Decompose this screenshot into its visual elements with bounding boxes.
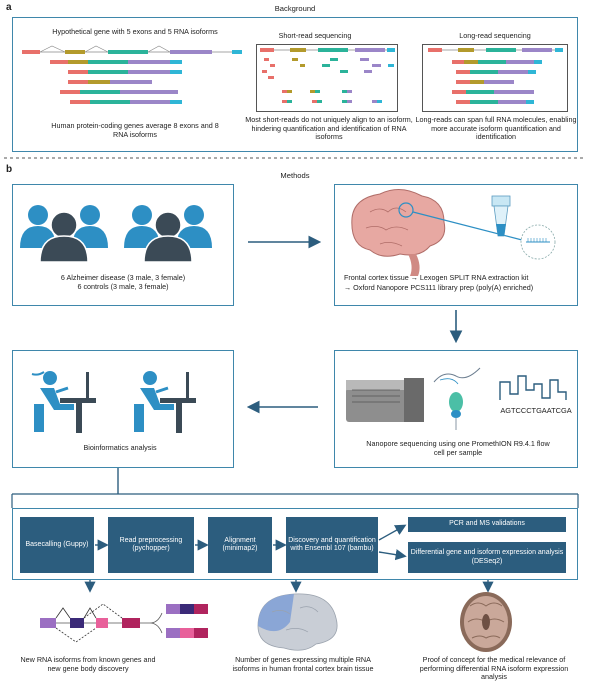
sample-prep-frame bbox=[334, 184, 578, 306]
pipeline-frame bbox=[12, 508, 578, 580]
step-discovery-quantification: Discovery and quantification with Ensemb… bbox=[286, 517, 378, 573]
methods-title: Methods bbox=[280, 171, 310, 180]
tissue-caption-2: → Oxford Nanopore PCS111 library prep (p… bbox=[344, 283, 534, 292]
analyst-icon-left bbox=[31, 371, 96, 433]
gene-caption: Human protein-coding genes average 8 exo… bbox=[51, 121, 219, 139]
nanopore-caption: Nanopore sequencing using one PromethION… bbox=[366, 439, 550, 457]
background-title: Background bbox=[274, 4, 316, 13]
cohort-caption-1: 6 Alzheimer disease (3 male, 3 female) bbox=[60, 273, 186, 282]
sequence-text: AGTCCCTGAATCGA bbox=[500, 406, 572, 415]
short-read-title: Short-read sequencing bbox=[278, 31, 352, 40]
signal-trace bbox=[499, 375, 567, 400]
gene-title: Hypothetical gene with 5 exons and 5 RNA… bbox=[52, 27, 218, 36]
sequencer-icon bbox=[346, 378, 424, 422]
outcome-genes: Number of genes expressing multiple RNA … bbox=[232, 655, 374, 673]
tissue-caption-1: Frontal cortex tissue → Lexogen SPLIT RN… bbox=[344, 273, 529, 282]
short-reads bbox=[260, 48, 395, 103]
outcome-medical: Proof of concept for the medical relevan… bbox=[419, 655, 569, 682]
background-frame bbox=[12, 17, 578, 152]
brain-icon bbox=[351, 189, 523, 276]
cohort-people-icon bbox=[20, 205, 212, 263]
long-read-caption: Long-reads can span full RNA molecules, … bbox=[415, 115, 577, 142]
nanopore-frame bbox=[334, 350, 578, 468]
cohort-frame bbox=[12, 184, 234, 306]
bioinformatics-caption: Bioinformatics analysis bbox=[83, 443, 157, 452]
step-alignment: Alignment (minimap2) bbox=[208, 517, 272, 573]
outcome-isoforms: New RNA isoforms from known genes and ne… bbox=[20, 655, 156, 673]
short-read-caption: Most short-reads do not uniquely align t… bbox=[245, 115, 413, 142]
nanopore-protein-icon bbox=[433, 367, 481, 430]
step-read-preprocessing: Read preprocessing (pychopper) bbox=[108, 517, 194, 573]
brain-frontal-icon bbox=[257, 593, 338, 651]
long-reads bbox=[428, 48, 563, 104]
isoform-discovery-icon bbox=[40, 603, 208, 643]
analyst-icon-right bbox=[134, 371, 196, 433]
cohort-caption-2: 6 controls (3 male, 3 female) bbox=[77, 282, 169, 291]
step-differential-expression: Differential gene and isoform expression… bbox=[408, 542, 566, 573]
step-basecalling: Basecalling (Guppy) bbox=[20, 517, 94, 573]
isoform-bars bbox=[50, 60, 182, 104]
panel-a-letter: a bbox=[6, 2, 12, 13]
step-validations: PCR and MS validations bbox=[408, 517, 566, 532]
long-read-title: Long-read sequencing bbox=[459, 31, 531, 40]
mri-scan-icon bbox=[460, 592, 512, 652]
gene-model bbox=[22, 45, 242, 54]
bioinformatics-frame bbox=[12, 350, 234, 468]
sample-tube-icon bbox=[491, 195, 556, 260]
panel-b-letter: b bbox=[6, 164, 13, 175]
panel-a-graphics bbox=[4, 45, 586, 159]
